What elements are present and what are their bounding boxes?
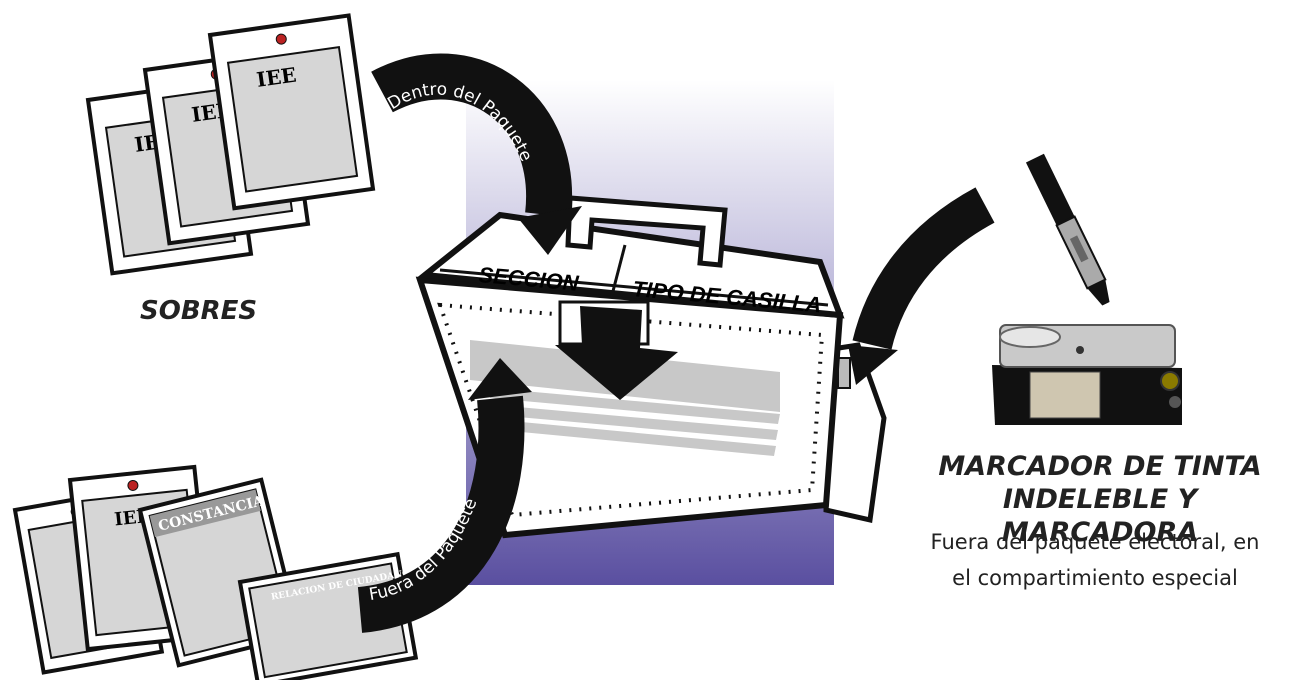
arrow-marker-compartment <box>848 205 985 385</box>
envelope-stack-outside: IEE CONSTANCIA RELACION DE CIUDADANOS <box>15 467 431 680</box>
marking-device <box>992 325 1182 425</box>
ink-marker-pen <box>1026 154 1115 308</box>
sobres-label: SOBRES <box>140 296 257 326</box>
marcador-desc-line1: Fuera del paquete electoral, en <box>895 524 1289 560</box>
marcador-title-line1: MARCADOR DE TINTA <box>915 450 1285 483</box>
envelope: IEE <box>210 16 373 209</box>
envelope-stack-sobres: IEE IEE IEE <box>88 16 373 274</box>
marcador-description: Fuera del paquete electoral, en el compa… <box>895 524 1289 596</box>
marcador-desc-line2: el compartimiento especial <box>895 560 1289 596</box>
